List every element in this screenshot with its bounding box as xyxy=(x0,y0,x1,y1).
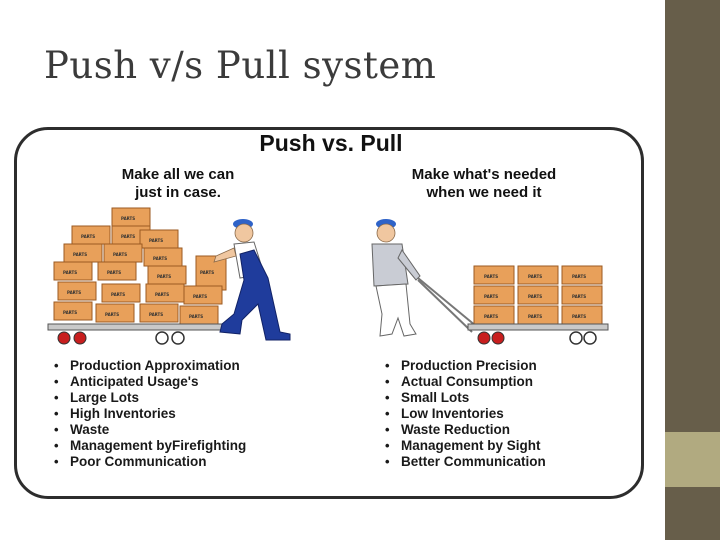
svg-text:PARTS: PARTS xyxy=(107,270,121,275)
pull-heading-line1: Make what's needed xyxy=(411,166,557,183)
svg-text:PARTS: PARTS xyxy=(81,234,95,239)
svg-text:PARTS: PARTS xyxy=(111,292,125,297)
svg-text:PARTS: PARTS xyxy=(113,252,127,257)
pull-characteristics-list: Production Precision Actual Consumption … xyxy=(385,358,546,470)
svg-text:PARTS: PARTS xyxy=(572,294,586,299)
list-item: Production Precision xyxy=(385,358,546,374)
push-worker xyxy=(213,219,291,341)
push-cart xyxy=(47,323,231,345)
svg-text:PARTS: PARTS xyxy=(155,292,169,297)
svg-text:PARTS: PARTS xyxy=(528,314,542,319)
pull-worker xyxy=(371,219,477,337)
svg-text:PARTS: PARTS xyxy=(157,274,171,279)
push-heading: Make all we can just in case. xyxy=(88,166,268,202)
figure-title: Push vs. Pull xyxy=(259,130,403,156)
list-item: Large Lots xyxy=(54,390,246,406)
svg-text:PARTS: PARTS xyxy=(105,312,119,317)
list-item: Better Communication xyxy=(385,454,546,470)
push-box-pile: PARTS PARTS PARTS PARTS PARTS PARTS PART… xyxy=(53,207,227,325)
push-illustration: PARTS PARTS PARTS PARTS PARTS PARTS PART… xyxy=(47,207,291,345)
svg-text:PARTS: PARTS xyxy=(153,256,167,261)
list-item: Management byFirefighting xyxy=(54,438,246,454)
push-heading-line1: Make all we can xyxy=(121,166,235,183)
list-item: Waste xyxy=(54,422,246,438)
svg-text:PARTS: PARTS xyxy=(528,274,542,279)
list-item: Anticipated Usage's xyxy=(54,374,246,390)
svg-text:PARTS: PARTS xyxy=(484,274,498,279)
list-item: Waste Reduction xyxy=(385,422,546,438)
push-pull-figure: Push vs. Pull Make all we can just in ca… xyxy=(8,122,654,504)
pull-illustration: PARTS PARTS PARTS PARTS PARTS PARTS PART… xyxy=(371,219,609,345)
svg-text:PARTS: PARTS xyxy=(121,216,135,221)
push-characteristics-list: Production Approximation Anticipated Usa… xyxy=(54,358,246,470)
push-heading-line2: just in case. xyxy=(135,184,221,201)
svg-text:PARTS: PARTS xyxy=(528,294,542,299)
pull-box-stack: PARTS PARTS PARTS PARTS PARTS PARTS PART… xyxy=(473,265,603,325)
figure-frame xyxy=(14,127,644,499)
pull-heading: Make what's needed when we need it xyxy=(394,166,574,202)
list-item: Actual Consumption xyxy=(385,374,546,390)
svg-text:PARTS: PARTS xyxy=(149,312,163,317)
svg-text:PARTS: PARTS xyxy=(484,314,498,319)
svg-text:PARTS: PARTS xyxy=(121,234,135,239)
list-item: Low Inventories xyxy=(385,406,546,422)
svg-text:PARTS: PARTS xyxy=(484,294,498,299)
list-item: Management by Sight xyxy=(385,438,546,454)
svg-text:PARTS: PARTS xyxy=(189,314,203,319)
list-item: Small Lots xyxy=(385,390,546,406)
svg-text:PARTS: PARTS xyxy=(193,294,207,299)
svg-text:PARTS: PARTS xyxy=(200,270,214,275)
list-item: Poor Communication xyxy=(54,454,246,470)
pull-cart xyxy=(467,323,609,345)
list-item: Production Approximation xyxy=(54,358,246,374)
svg-text:PARTS: PARTS xyxy=(73,252,87,257)
svg-text:PARTS: PARTS xyxy=(572,274,586,279)
svg-text:PARTS: PARTS xyxy=(67,290,81,295)
svg-text:PARTS: PARTS xyxy=(63,270,77,275)
svg-text:PARTS: PARTS xyxy=(572,314,586,319)
list-item: High Inventories xyxy=(54,406,246,422)
svg-text:PARTS: PARTS xyxy=(149,238,163,243)
slide-title: Push v/s Pull system xyxy=(44,44,437,87)
right-accent-block xyxy=(665,432,720,487)
pull-heading-line2: when we need it xyxy=(426,184,542,201)
svg-text:PARTS: PARTS xyxy=(63,310,77,315)
